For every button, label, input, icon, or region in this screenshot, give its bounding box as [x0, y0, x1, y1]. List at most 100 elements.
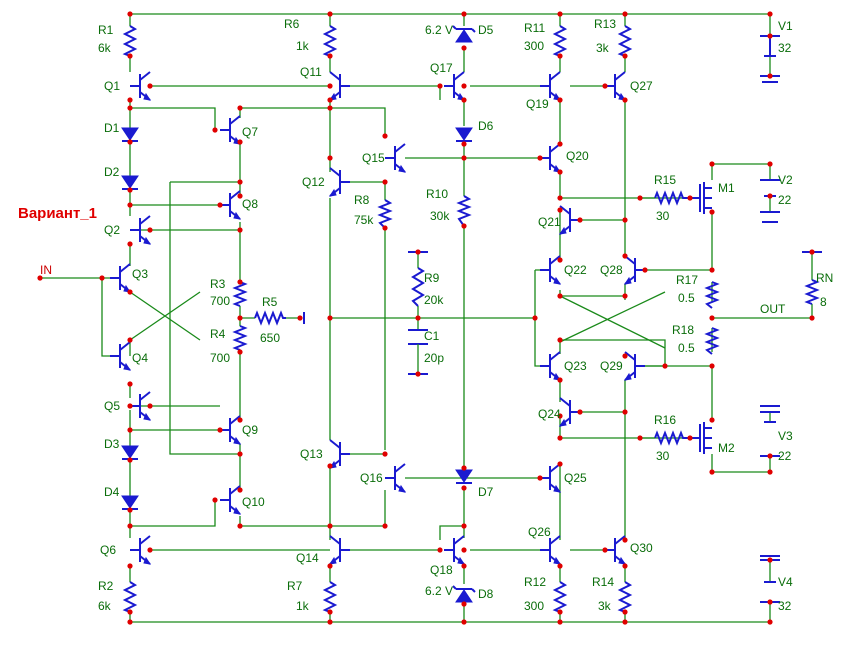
- value-d5: 6.2 V: [425, 23, 453, 37]
- value-r13: 3k: [596, 41, 610, 55]
- label-r4: R4: [210, 327, 226, 341]
- junction-node: [709, 315, 715, 321]
- label-q12: Q12: [302, 175, 325, 189]
- junction-node: [557, 619, 563, 625]
- transistor-q26: [540, 535, 562, 565]
- resistor-r8: [377, 199, 393, 229]
- junction-node: [382, 225, 388, 231]
- label-d5: D5: [478, 23, 494, 37]
- transistor-q3: [110, 263, 132, 293]
- value-r6: 1k: [296, 39, 310, 53]
- junction-node: [212, 497, 218, 503]
- junction-node: [622, 409, 628, 415]
- junction-node: [127, 187, 133, 193]
- input-port-label: IN: [40, 263, 52, 277]
- transistor-q27: [605, 71, 627, 101]
- junction-node: [537, 155, 543, 161]
- label-q3: Q3: [132, 267, 148, 281]
- label-q7: Q7: [242, 125, 258, 139]
- label-q27: Q27: [630, 79, 653, 93]
- resistor-r14: [617, 581, 633, 613]
- junction-node: [461, 83, 467, 89]
- label-d4: D4: [104, 485, 120, 499]
- junction-node: [127, 381, 133, 387]
- label-q26: Q26: [528, 525, 551, 539]
- label-c1: C1: [424, 329, 440, 343]
- label-r6: R6: [284, 17, 300, 31]
- junction-node: [127, 202, 133, 208]
- label-d7: D7: [478, 485, 494, 499]
- junction-node: [127, 97, 133, 103]
- label-m2: M2: [718, 441, 735, 455]
- junction-node: [461, 547, 467, 553]
- label-d1: D1: [104, 121, 120, 135]
- resistor-r9: [411, 267, 425, 307]
- resistor-r12: [552, 581, 568, 613]
- transistors: [110, 71, 645, 565]
- junction-node: [237, 227, 243, 233]
- value-c1: 20p: [424, 351, 444, 365]
- value-r7: 1k: [296, 599, 310, 613]
- label-m1: M1: [718, 181, 735, 195]
- junction-node: [557, 609, 563, 615]
- label-d3: D3: [104, 437, 120, 451]
- junction-node: [127, 619, 133, 625]
- mosfet-m1: [690, 182, 712, 214]
- label-r14: R14: [592, 575, 614, 589]
- transistor-q4: [110, 341, 132, 371]
- value-r2: 6k: [98, 599, 112, 613]
- junction-node: [709, 363, 715, 369]
- junction-node: [557, 169, 563, 175]
- transistor-q28: [623, 255, 645, 285]
- junction-node: [327, 83, 333, 89]
- junction-node: [622, 537, 628, 543]
- junction-node: [622, 619, 628, 625]
- junction-node: [127, 105, 133, 111]
- resistor-r16: [654, 430, 690, 446]
- diode-d3: [121, 445, 139, 460]
- value-rn: 8: [820, 295, 827, 309]
- value-r3: 700: [210, 294, 230, 308]
- transistor-q10: [220, 485, 242, 515]
- labels: R16kR26kR3700R4700R5650R61kR71kR875kR920…: [98, 17, 833, 613]
- junction-node: [577, 217, 583, 223]
- junction-node: [327, 11, 333, 17]
- label-q1: Q1: [104, 79, 120, 93]
- junction-node: [809, 249, 815, 255]
- junction-node: [437, 83, 443, 89]
- label-q6: Q6: [100, 543, 116, 557]
- resistor-r10: [456, 195, 472, 227]
- junction-node: [557, 435, 563, 441]
- label-r13: R13: [594, 17, 616, 31]
- label-d6: D6: [478, 119, 494, 133]
- label-r1: R1: [98, 23, 114, 37]
- junction-node: [237, 105, 243, 111]
- junction-node: [767, 33, 773, 39]
- junction-node: [147, 547, 153, 553]
- transistor-q6: [130, 535, 152, 565]
- label-q17: Q17: [430, 61, 453, 75]
- label-q16: Q16: [360, 471, 383, 485]
- label-v2: V2: [778, 173, 793, 187]
- transistor-q20: [540, 143, 562, 173]
- label-q21: Q21: [538, 215, 561, 229]
- junction-node: [382, 179, 388, 185]
- junction-node: [327, 463, 333, 469]
- label-q14: Q14: [296, 551, 319, 565]
- junction-node: [537, 475, 543, 481]
- junction-node: [415, 371, 421, 377]
- label-q18: Q18: [430, 563, 453, 577]
- junction-node: [437, 547, 443, 553]
- value-r17: 0.5: [678, 291, 695, 305]
- junction-node: [687, 435, 693, 441]
- junction-node: [622, 353, 628, 359]
- value-r12: 300: [524, 599, 544, 613]
- junction-node: [212, 127, 218, 133]
- label-r5: R5: [262, 295, 278, 309]
- transistor-q15: [385, 143, 407, 173]
- junction-node: [622, 97, 628, 103]
- transistor-q18: [444, 535, 466, 565]
- junction-node: [237, 349, 243, 355]
- transistor-q25: [540, 463, 562, 493]
